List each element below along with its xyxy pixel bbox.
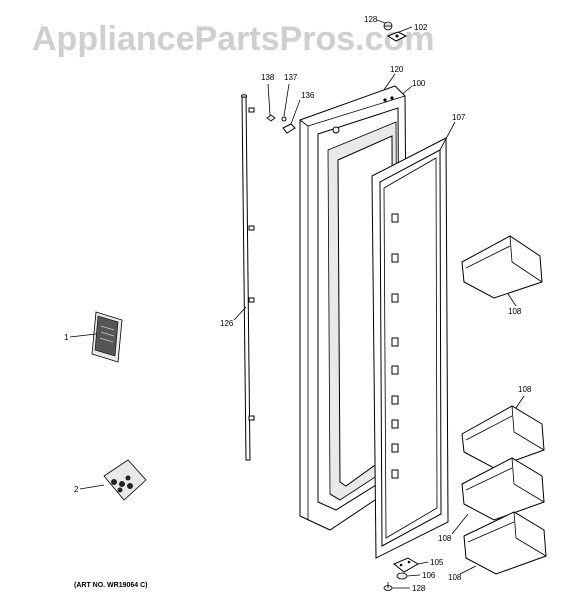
handle-rod-126-part[interactable]	[241, 94, 255, 461]
callout-100[interactable]: 100	[412, 79, 426, 88]
screw-128-top-part[interactable]	[383, 21, 393, 31]
callout-128-bottom[interactable]: 128	[412, 584, 426, 593]
callout-136[interactable]: 136	[301, 91, 315, 100]
callout-108-c[interactable]: 108	[438, 534, 452, 543]
callout-106[interactable]: 106	[422, 571, 436, 580]
hinge-pin-136-part[interactable]	[282, 123, 296, 134]
door-gasket-107-part[interactable]	[371, 137, 449, 559]
hardware-bag-2-part[interactable]	[103, 459, 147, 501]
watermark-text: AppliancePartsPros.com	[32, 20, 434, 58]
bottom-hinge-105-part[interactable]	[393, 557, 419, 573]
shelf-clips	[391, 213, 399, 479]
callout-105[interactable]: 105	[430, 558, 444, 567]
callout-128-top[interactable]: 128	[364, 15, 378, 24]
callout-102[interactable]: 102	[414, 23, 428, 32]
door-bin-108-upper-part[interactable]	[461, 235, 543, 299]
screw-138-part[interactable]	[266, 114, 276, 122]
callout-108-a[interactable]: 108	[508, 307, 522, 316]
callout-137[interactable]: 137	[284, 73, 298, 82]
art-number-label: (ART NO. WR19064 C)	[74, 582, 148, 589]
bracket-102-part[interactable]	[386, 31, 408, 42]
callout-138[interactable]: 138	[261, 73, 275, 82]
owners-manual-1-part[interactable]	[91, 311, 123, 363]
callout-107[interactable]: 107	[452, 113, 466, 122]
callout-1[interactable]: 1	[64, 333, 69, 342]
door-bin-108-second-part[interactable]	[461, 405, 545, 469]
door-bin-108-third-part[interactable]	[461, 457, 545, 521]
callout-108-d[interactable]: 108	[448, 573, 462, 582]
callout-126[interactable]: 126	[220, 319, 234, 328]
callout-2[interactable]: 2	[74, 485, 79, 494]
washer-137-part[interactable]	[281, 116, 287, 122]
screw-128-bottom-part[interactable]	[383, 582, 393, 591]
bushing-106-part[interactable]	[396, 572, 408, 580]
callout-108-b[interactable]: 108	[518, 385, 532, 394]
door-bin-108-bottom-part[interactable]	[463, 511, 547, 575]
callout-120[interactable]: 120	[390, 65, 404, 74]
